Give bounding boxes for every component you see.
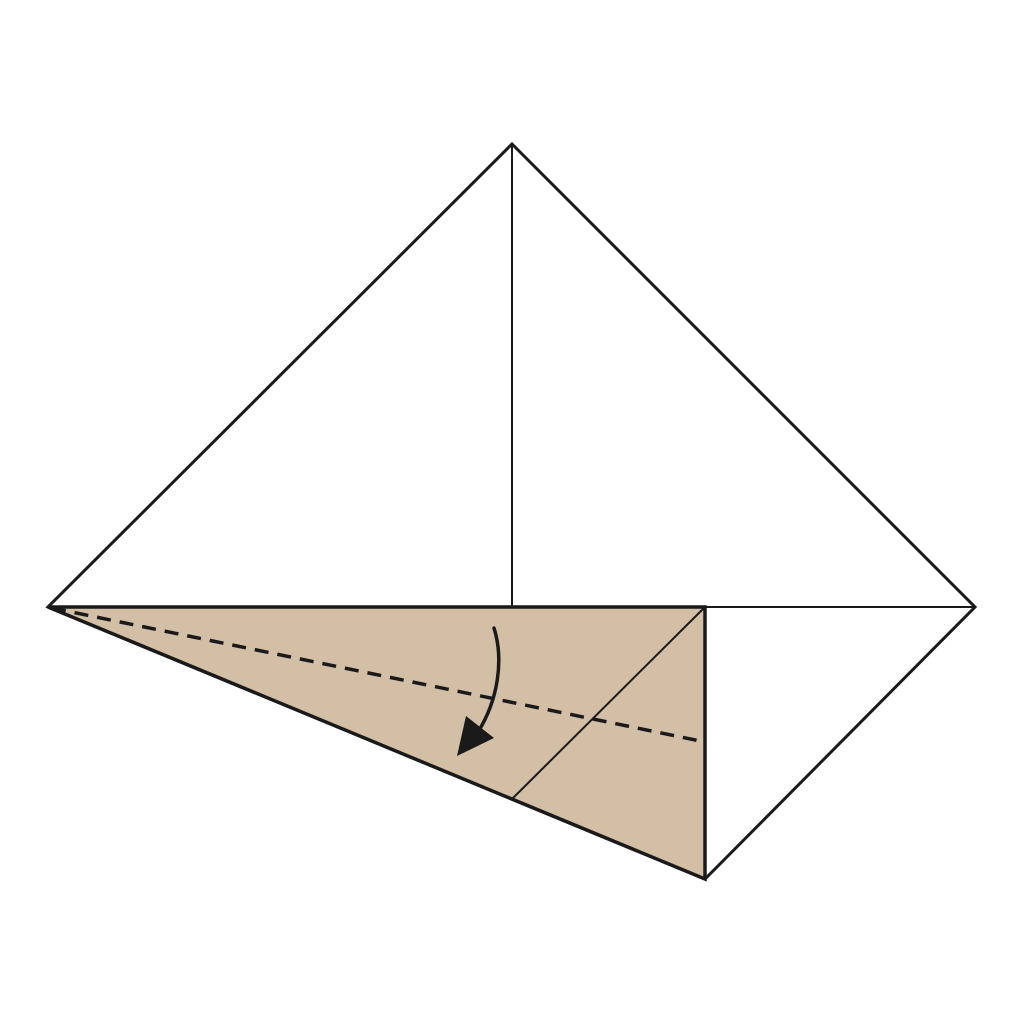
curved-arrow-icon [457, 626, 501, 756]
arrow-shaft [476, 626, 501, 734]
flap-inner-crease [511, 606, 706, 800]
folded-flap [47, 605, 707, 882]
arrow-head [457, 716, 494, 756]
valley-fold-line [51, 606, 706, 744]
